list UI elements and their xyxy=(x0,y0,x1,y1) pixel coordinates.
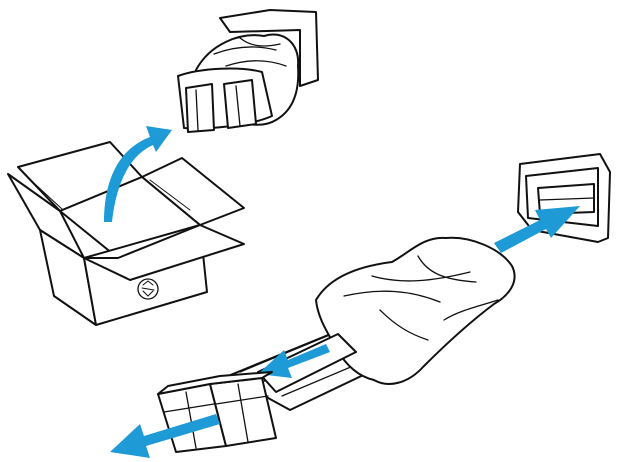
cartridge-end-cap-icon xyxy=(158,372,276,452)
cartridge-bagged-icon xyxy=(228,238,515,410)
protective-bag xyxy=(316,238,515,384)
cartridge-top-icon xyxy=(178,10,318,132)
